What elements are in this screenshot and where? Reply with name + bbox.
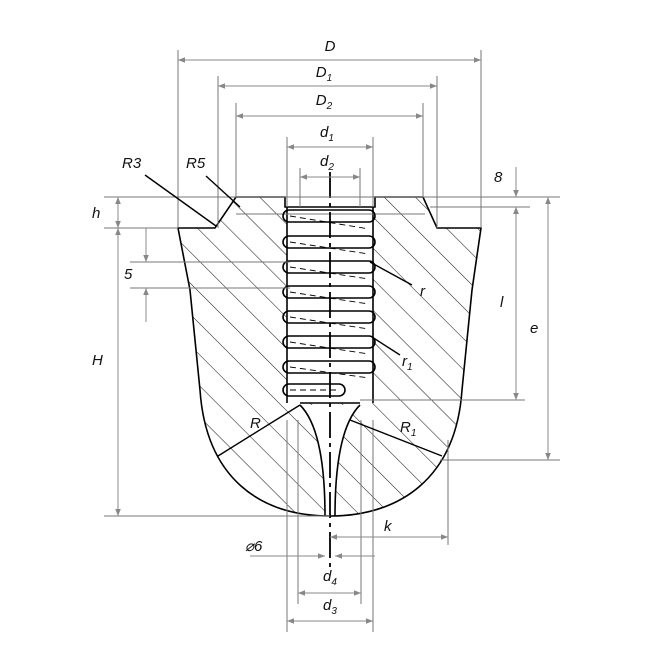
label-r: r <box>420 283 426 300</box>
label-d2: d2 <box>320 153 334 173</box>
label-phi6: ⌀6 <box>245 538 263 555</box>
label-5: 5 <box>124 266 133 283</box>
label-R5: R5 <box>186 155 206 172</box>
label-d1: d1 <box>320 124 334 144</box>
label-k: k <box>384 518 393 535</box>
label-h: h <box>92 205 100 222</box>
label-R3: R3 <box>122 155 142 172</box>
dimension-lines <box>115 57 551 624</box>
label-8: 8 <box>494 169 503 186</box>
leader-lines <box>144 174 443 457</box>
label-D: D <box>325 38 336 55</box>
dimension-labels: D D1 D2 d1 d2 R3 R5 8 h 5 H l e r r1 R R… <box>92 38 538 617</box>
coil-spring <box>282 209 376 397</box>
horizontal-extension-lines <box>104 196 560 517</box>
label-l: l <box>500 294 504 311</box>
label-R: R <box>250 415 261 432</box>
label-R1: R1 <box>400 419 416 439</box>
extension-lines <box>177 50 482 632</box>
label-H: H <box>92 352 103 369</box>
label-d3: d3 <box>323 597 337 617</box>
label-e: e <box>530 320 538 337</box>
label-D2: D2 <box>316 92 333 112</box>
label-D1: D1 <box>316 64 332 84</box>
label-r1: r1 <box>402 353 413 373</box>
label-d4: d4 <box>323 568 337 588</box>
